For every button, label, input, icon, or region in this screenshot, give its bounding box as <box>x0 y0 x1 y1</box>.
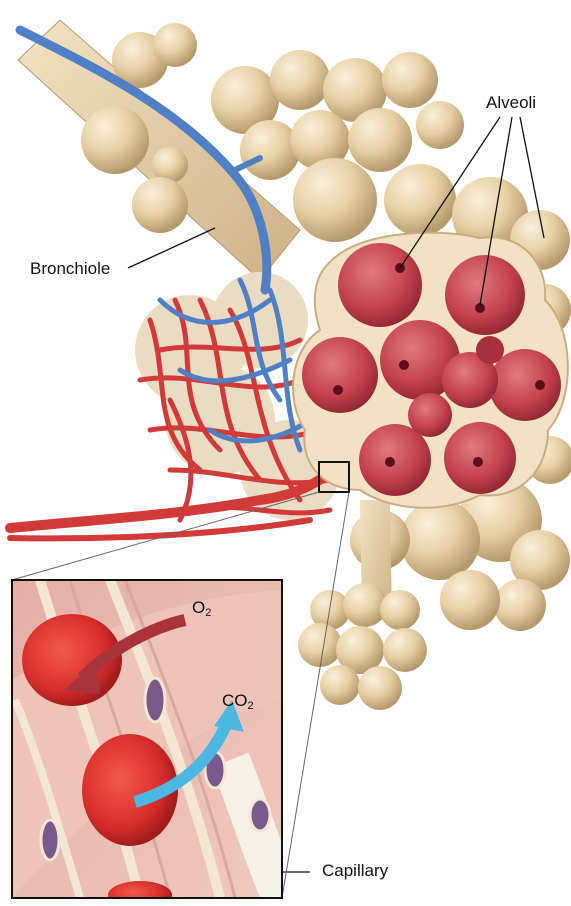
carbon-dioxide-label: CO2 <box>222 691 254 712</box>
bronchiole-label: Bronchiole <box>30 259 110 279</box>
alveolus <box>338 243 422 327</box>
capillary-inset <box>12 580 282 901</box>
bronchiole-leader-line <box>128 228 215 268</box>
alveoli-label: Alveoli <box>486 93 536 113</box>
alveolar-sac-cross-section <box>293 233 568 508</box>
alveolus <box>445 255 525 335</box>
oxygen-label: O2 <box>192 598 211 619</box>
alveolus <box>359 424 431 496</box>
alveolus <box>302 337 378 413</box>
capillary-label: Capillary <box>322 861 388 881</box>
